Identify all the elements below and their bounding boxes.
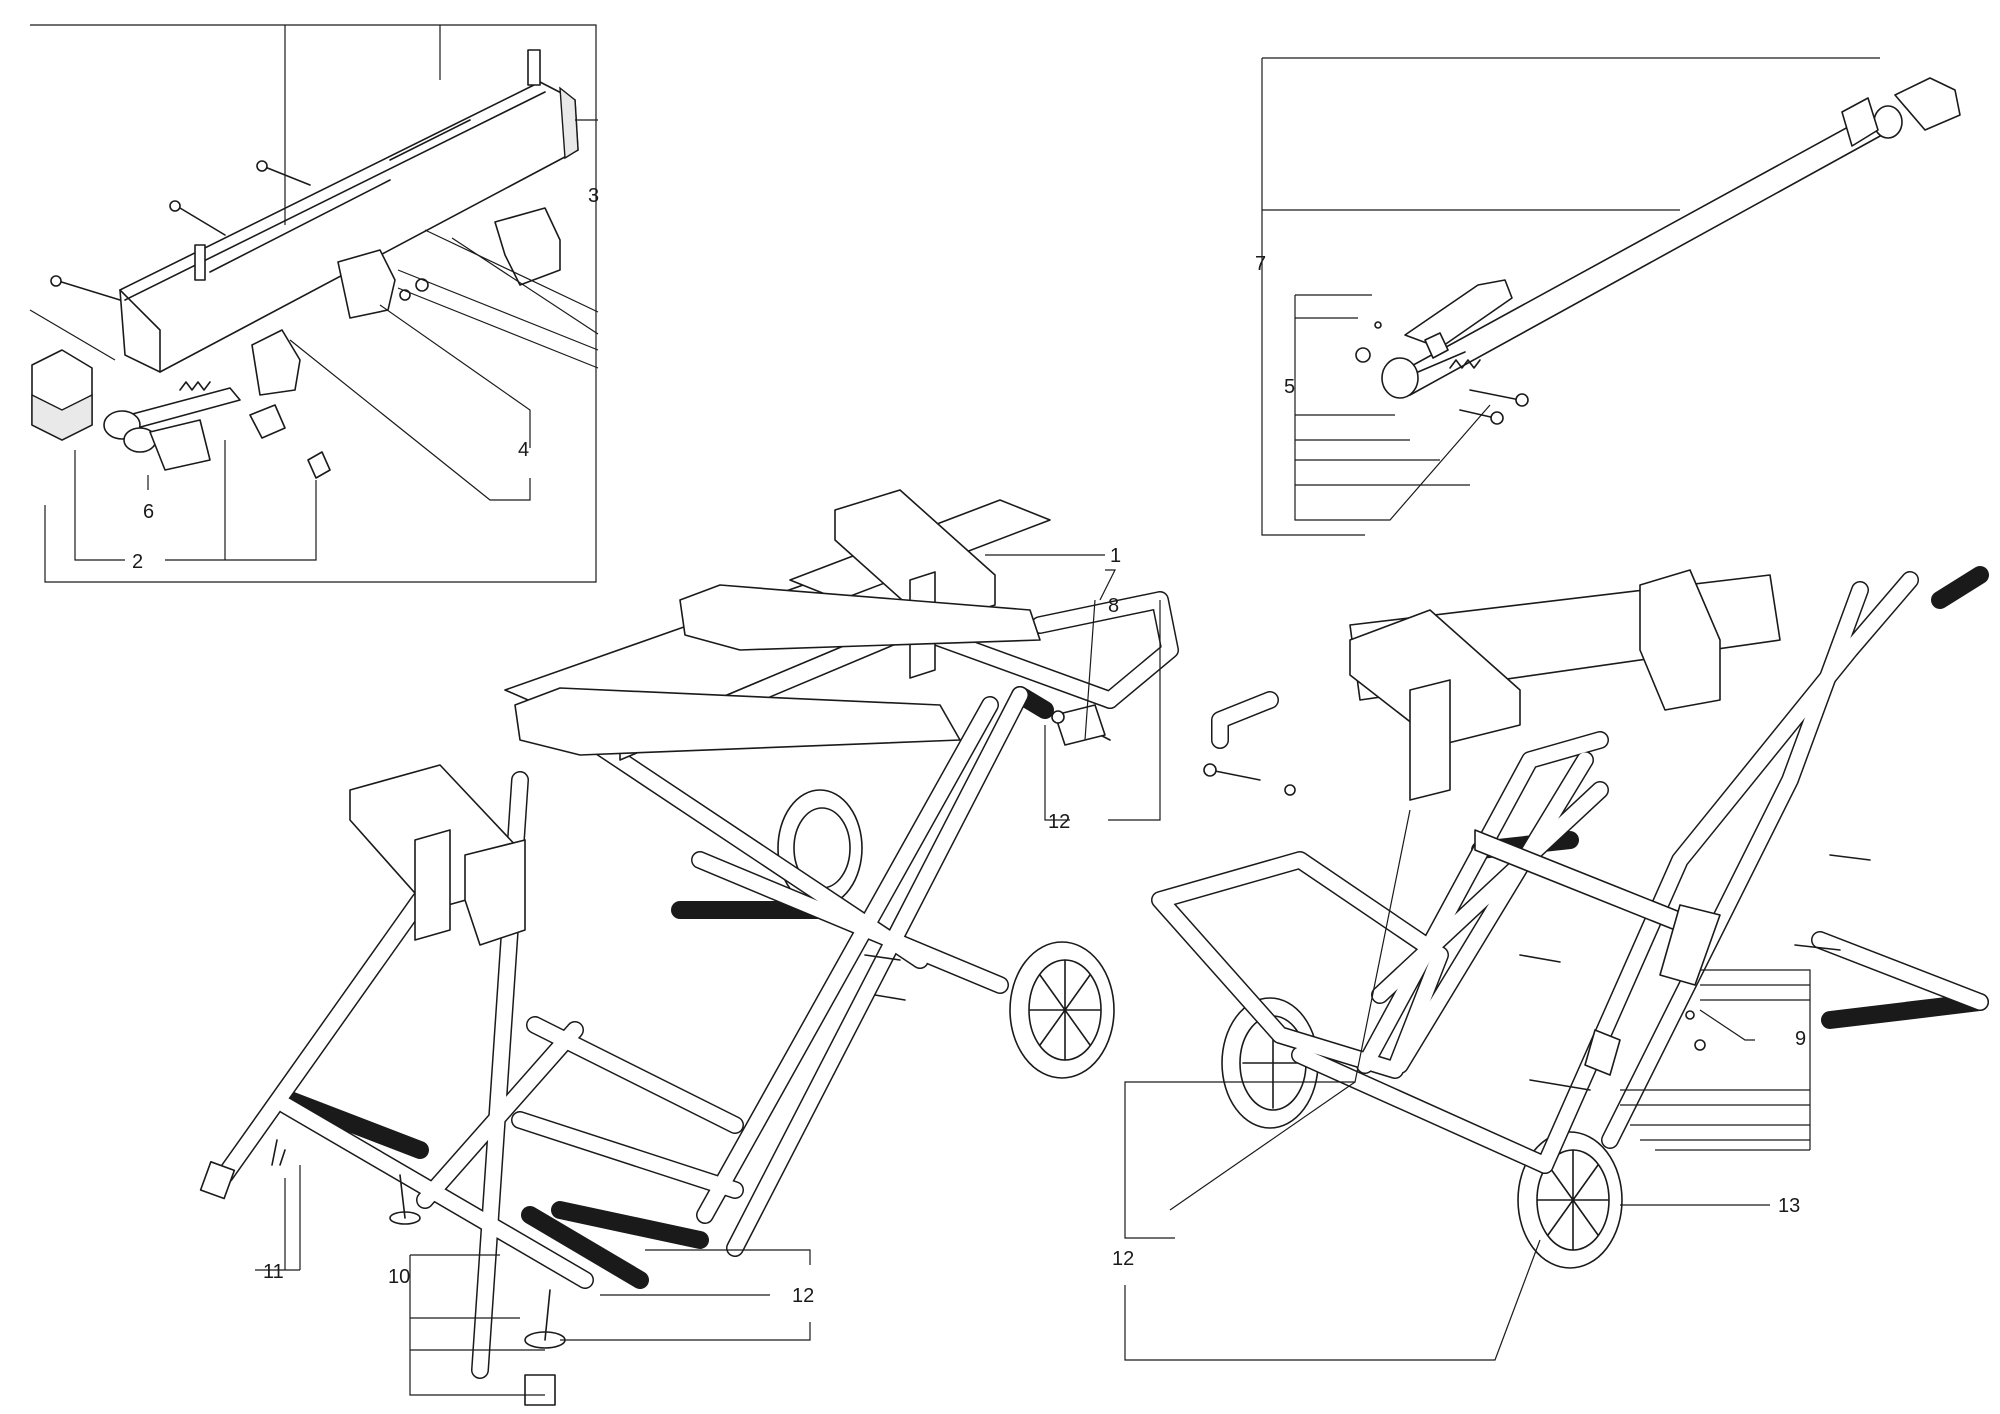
callout-6: 6 bbox=[143, 501, 154, 523]
callout-11: 11 bbox=[263, 1261, 284, 1283]
stand-assembly-folded bbox=[1124, 566, 1989, 1361]
cross-beam-right bbox=[679, 584, 1041, 651]
callout-3: 3 bbox=[588, 185, 599, 207]
callout-9: 9 bbox=[1795, 1028, 1806, 1050]
callout-12-folded: 12 bbox=[1112, 1248, 1134, 1270]
roller-support-right bbox=[834, 489, 996, 679]
callout-4: 4 bbox=[518, 439, 529, 461]
cross-beam-left bbox=[514, 687, 961, 756]
detail-panel-end-support bbox=[29, 24, 599, 583]
callout-5: 5 bbox=[1284, 376, 1295, 398]
callout-12-main-lower: 12 bbox=[792, 1285, 814, 1307]
detail-panel-support-arm bbox=[1261, 57, 1961, 536]
callout-8: 8 bbox=[1108, 595, 1119, 617]
callout-10: 10 bbox=[388, 1266, 410, 1288]
stand-assembly-main bbox=[199, 489, 1179, 1406]
callout-13: 13 bbox=[1778, 1195, 1800, 1217]
callout-2: 2 bbox=[132, 551, 143, 573]
callout-7: 7 bbox=[1255, 253, 1266, 275]
callout-12-main-upper: 12 bbox=[1048, 811, 1070, 833]
roller-support-left bbox=[349, 764, 526, 946]
callout-1: 1 bbox=[1110, 545, 1121, 567]
wheel-front bbox=[1009, 941, 1115, 1079]
callout-labels: 1 2 3 4 5 6 7 8 9 10 11 12 12 12 13 bbox=[132, 185, 1806, 1307]
